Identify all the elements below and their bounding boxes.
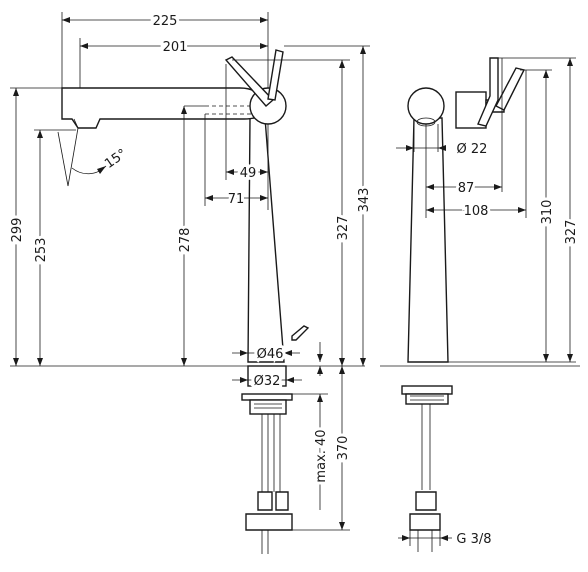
hose-nut-front [409, 513, 441, 531]
dim-71: 71 [204, 114, 268, 210]
dim-278: 278 [175, 105, 205, 366]
dim-201-label: 201 [163, 40, 188, 55]
dim-327-front-label: 327 [564, 220, 579, 245]
fixing-nut [249, 399, 287, 415]
supply-hoses [261, 414, 281, 492]
aerator-outlet [73, 118, 101, 129]
dim-278-label: 278 [178, 228, 193, 253]
fixing-plate-front [401, 385, 453, 395]
lever-handle-open [267, 49, 284, 101]
dim-108: 108 [426, 70, 527, 222]
fixing-plate [241, 393, 293, 401]
dim-49-label: 49 [240, 166, 257, 181]
dim-87: 87 [425, 58, 503, 218]
dim-diameter-32-label: Ø32 [254, 374, 281, 389]
dim-87-label: 87 [458, 181, 475, 196]
supply-hose-front [421, 404, 431, 490]
dim-370-label: 370 [336, 436, 351, 461]
dim-diameter-22: Ø 22 [396, 124, 487, 157]
dim-299: 299 [7, 87, 62, 366]
dim-max-40: max. 40 [292, 366, 332, 510]
hose-fitting-front [415, 491, 437, 511]
dim-310: 310 [448, 69, 558, 363]
dim-thread-label: G 3/8 [456, 532, 491, 547]
nut-thread [254, 403, 282, 409]
dim-327-side: 327 [232, 59, 354, 366]
faucet-body-front [407, 117, 449, 363]
dim-343: 343 [284, 45, 375, 366]
dim-225: 225 [61, 11, 269, 88]
dim-201: 201 [79, 37, 268, 88]
dim-310-label: 310 [540, 200, 555, 225]
dim-thread-g38: G 3/8 [398, 530, 492, 547]
spout-head-front [407, 87, 445, 125]
dim-327-side-label: 327 [336, 216, 351, 241]
dim-diameter-46: Ø46 [232, 342, 323, 365]
hose-tail [261, 530, 269, 554]
hose-fitting-right [275, 491, 289, 511]
popup-rod [291, 325, 310, 341]
dim-370: 370 [292, 366, 354, 531]
dim-diameter-22-label: Ø 22 [457, 142, 488, 157]
hose-nuts [245, 513, 293, 531]
dim-49: 49 [225, 64, 269, 210]
mounting-shank [247, 365, 287, 387]
dim-diameter-32: Ø32 [232, 371, 302, 392]
dim-diameter-46-label: Ø46 [257, 347, 284, 362]
dim-108-label: 108 [464, 204, 489, 219]
dim-angle-label: 15° [102, 146, 129, 172]
dim-angle-15: 15° [57, 127, 130, 187]
dim-71-label: 71 [228, 192, 245, 207]
side-view: 225 201 299 253 [7, 11, 375, 554]
hose-fitting-left [257, 491, 273, 511]
front-view: Ø 22 87 108 310 [380, 57, 582, 552]
dim-225-label: 225 [153, 14, 178, 29]
dim-299-label: 299 [10, 218, 25, 243]
fixing-nut-front [405, 393, 449, 405]
dim-343-label: 343 [357, 188, 372, 213]
dim-max-40-label: max. 40 [314, 429, 329, 482]
nut-thread-front [410, 395, 444, 401]
dim-253: 253 [31, 129, 76, 366]
dim-327-front: 327 [498, 57, 582, 363]
lever-handle-open-front [495, 67, 526, 111]
faucet-body [247, 117, 285, 363]
dim-253-label: 253 [34, 238, 49, 263]
hose-tail-front [417, 530, 433, 552]
spout [61, 87, 263, 129]
